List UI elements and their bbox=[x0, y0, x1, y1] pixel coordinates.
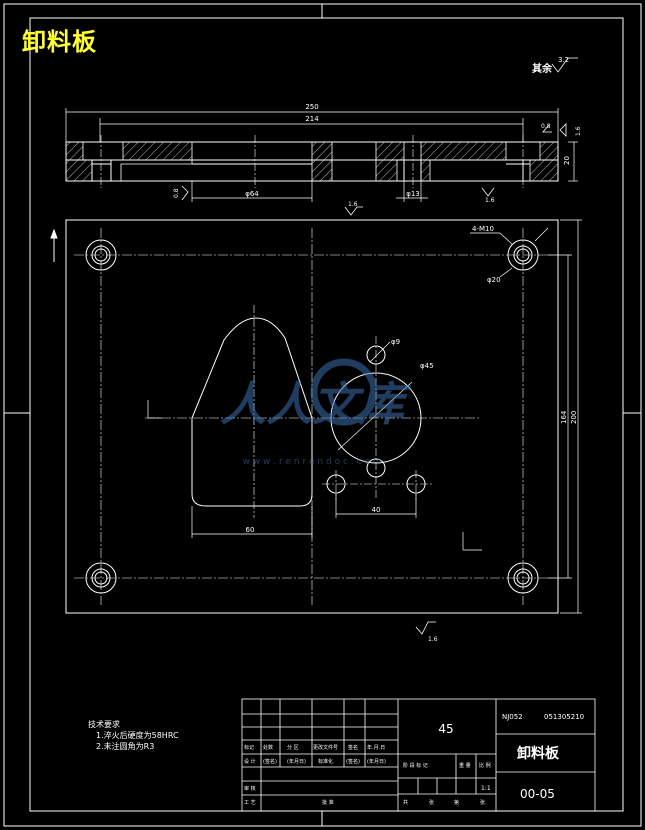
svg-text:张: 张 bbox=[429, 799, 434, 806]
dim-45: φ45 bbox=[420, 362, 434, 370]
svg-text:标记: 标记 bbox=[244, 744, 254, 751]
svg-text:共: 共 bbox=[403, 799, 408, 806]
dim-214: 214 bbox=[305, 115, 319, 123]
student-no: 051305210 bbox=[544, 713, 584, 721]
svg-text:设 计: 设 计 bbox=[244, 758, 256, 765]
svg-text:阶 段 标 记: 阶 段 标 记 bbox=[403, 762, 428, 769]
part-name: 卸料板 bbox=[517, 745, 560, 762]
svg-text:1.6: 1.6 bbox=[348, 201, 358, 208]
title-block bbox=[241, 698, 596, 812]
dim-164: 164 bbox=[560, 410, 568, 424]
svg-text:1.6: 1.6 bbox=[575, 126, 582, 136]
svg-text:(签名): (签名) bbox=[346, 758, 360, 765]
svg-text:0.8: 0.8 bbox=[541, 123, 551, 130]
surface-note: 其余 3.2 bbox=[532, 56, 578, 75]
note-line-2: 2.未注圆角为R3 bbox=[96, 742, 155, 751]
svg-text:1.6: 1.6 bbox=[485, 197, 495, 204]
svg-text:年.月.日: 年.月.日 bbox=[367, 744, 385, 751]
drawing-no: 00-05 bbox=[520, 787, 555, 801]
svg-text:分 区: 分 区 bbox=[287, 744, 299, 751]
drawing-title-overlay: 卸料板 bbox=[22, 28, 97, 56]
svg-text:(签名): (签名) bbox=[263, 758, 277, 765]
svg-text:0.8: 0.8 bbox=[173, 188, 180, 198]
svg-text:(年月日): (年月日) bbox=[367, 758, 386, 765]
svg-text:更改文件号: 更改文件号 bbox=[313, 744, 338, 751]
svg-text:w w w . r e n r e n d o c . c: w w w . r e n r e n d o c . c o m bbox=[243, 457, 382, 467]
svg-text:审 核: 审 核 bbox=[244, 785, 256, 792]
svg-text:重 量: 重 量 bbox=[459, 762, 471, 769]
school-code: NJ052 bbox=[502, 713, 523, 721]
plan-view: 4-M10 φ20 164 200 60 bbox=[50, 219, 582, 643]
svg-text:处数: 处数 bbox=[263, 744, 273, 751]
dim-20b: φ20 bbox=[487, 276, 501, 284]
technical-notes: 技术要求 1.淬火后硬度为58HRC 2.未注圆角为R3 bbox=[88, 719, 179, 752]
dim-200: 200 bbox=[570, 411, 578, 424]
svg-text:人人文库: 人人文库 bbox=[220, 377, 412, 431]
note-line-1: 1.淬火后硬度为58HRC bbox=[96, 731, 179, 740]
svg-text:比 例: 比 例 bbox=[479, 762, 491, 769]
dim-250: 250 bbox=[305, 103, 318, 111]
dim-4m10: 4-M10 bbox=[472, 225, 494, 233]
svg-text:签名: 签名 bbox=[348, 744, 358, 751]
dim-9: φ9 bbox=[391, 338, 400, 346]
svg-text:批 准: 批 准 bbox=[322, 799, 334, 806]
section-view: 250 214 bbox=[65, 103, 582, 216]
svg-text:标准化: 标准化 bbox=[318, 758, 333, 765]
svg-text:(年月日): (年月日) bbox=[287, 758, 306, 765]
watermark: 人人文库 w w w . r e n r e n d o c . c o m bbox=[220, 358, 412, 467]
scale: 1:1 bbox=[481, 785, 491, 792]
dim-60: 60 bbox=[246, 526, 255, 534]
dim-40: 40 bbox=[372, 506, 381, 514]
svg-text:1.6: 1.6 bbox=[428, 636, 438, 643]
svg-text:工 艺: 工 艺 bbox=[244, 800, 256, 806]
pear-opening bbox=[191, 317, 313, 507]
dim-64: φ64 bbox=[245, 190, 259, 198]
title-block-text: 45 NJ052 051305210 卸料板 00-05 1:1 标记 处数 分… bbox=[244, 713, 584, 806]
svg-text:3.2: 3.2 bbox=[558, 56, 569, 64]
dim-20: 20 bbox=[563, 156, 571, 165]
svg-text:张: 张 bbox=[480, 799, 485, 806]
material: 45 bbox=[438, 722, 453, 736]
dim-13: φ13 bbox=[406, 190, 420, 198]
notes-heading: 技术要求 bbox=[88, 720, 120, 729]
screw-holes bbox=[85, 239, 539, 594]
svg-text:其余: 其余 bbox=[532, 62, 553, 75]
svg-text:第: 第 bbox=[454, 799, 459, 806]
